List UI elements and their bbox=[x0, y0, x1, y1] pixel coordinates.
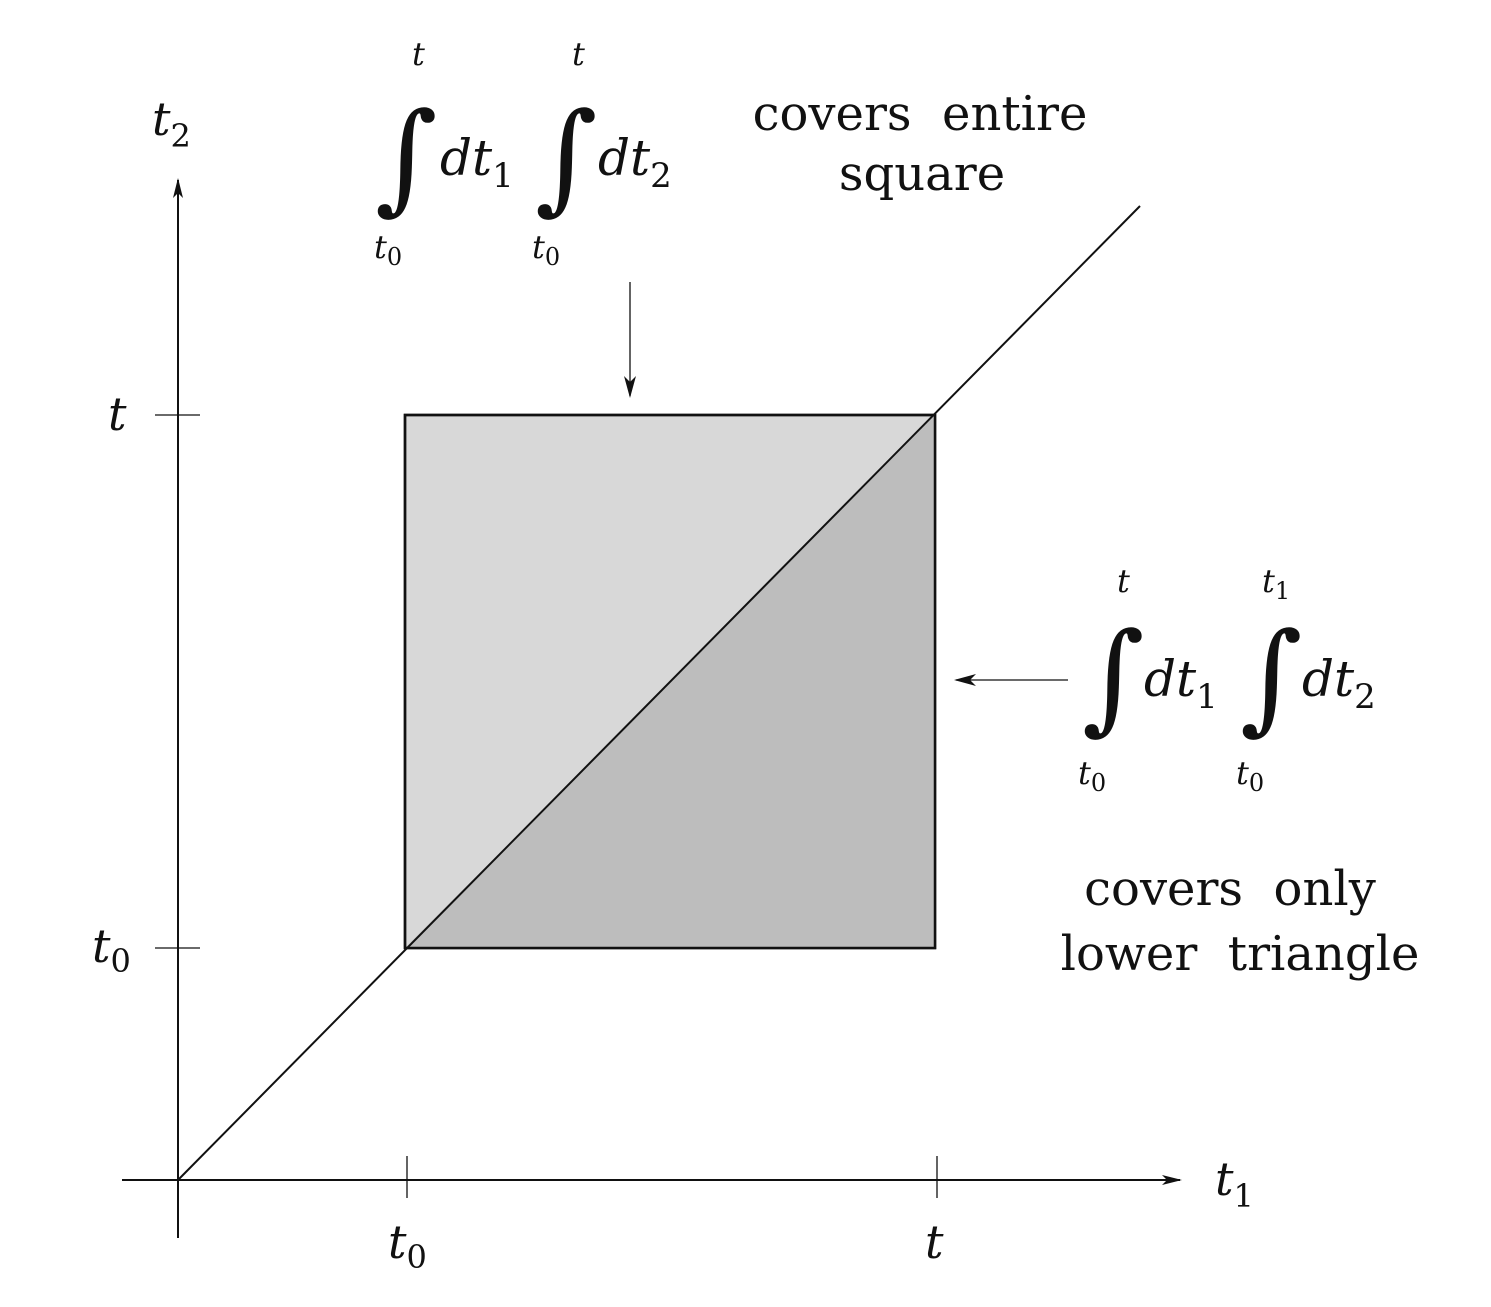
integral-sign-icon: ∫ bbox=[1082, 608, 1145, 747]
x-tick-label-t0: t0 bbox=[388, 1215, 427, 1276]
t1-axis-label: t1 bbox=[1215, 1152, 1254, 1215]
right-int1-lower: t0 bbox=[1078, 754, 1106, 797]
right-int2-lower: t0 bbox=[1236, 754, 1264, 797]
top-int2-differential: dt2 bbox=[598, 129, 672, 196]
right-integral-expression: ∫ t t0 dt1 ∫ t1 t0 dt2 bbox=[1078, 562, 1376, 797]
right-int2-differential: dt2 bbox=[1302, 650, 1376, 717]
top-caption-line2: square bbox=[839, 146, 1005, 202]
integral-sign-icon: ∫ bbox=[375, 88, 438, 227]
right-caption-line1: covers only bbox=[1084, 861, 1376, 917]
top-int2-upper: t bbox=[572, 35, 585, 73]
right-int2-upper: t1 bbox=[1262, 562, 1290, 605]
top-int1-lower: t0 bbox=[374, 228, 402, 271]
y-tick-label-t0: t0 bbox=[92, 919, 131, 980]
top-int1-upper: t bbox=[412, 35, 425, 73]
diagonal-line bbox=[177, 205, 1141, 1181]
top-int1-differential: dt1 bbox=[440, 129, 514, 196]
integral-sign-icon: ∫ bbox=[535, 88, 598, 227]
right-int1-upper: t bbox=[1117, 562, 1130, 600]
integral-sign-icon: ∫ bbox=[1240, 608, 1303, 747]
right-caption-line2: lower triangle bbox=[1061, 926, 1420, 982]
y-tick-label-t: t bbox=[108, 387, 127, 441]
x-tick-label-t: t bbox=[925, 1215, 944, 1269]
t2-axis-label: t2 bbox=[152, 92, 191, 155]
right-int1-differential: dt1 bbox=[1144, 650, 1218, 717]
top-int2-lower: t0 bbox=[532, 228, 560, 271]
top-integral-expression: ∫ t t0 dt1 ∫ t t0 dt2 bbox=[374, 35, 672, 271]
top-caption-line1: covers entire bbox=[753, 86, 1088, 142]
